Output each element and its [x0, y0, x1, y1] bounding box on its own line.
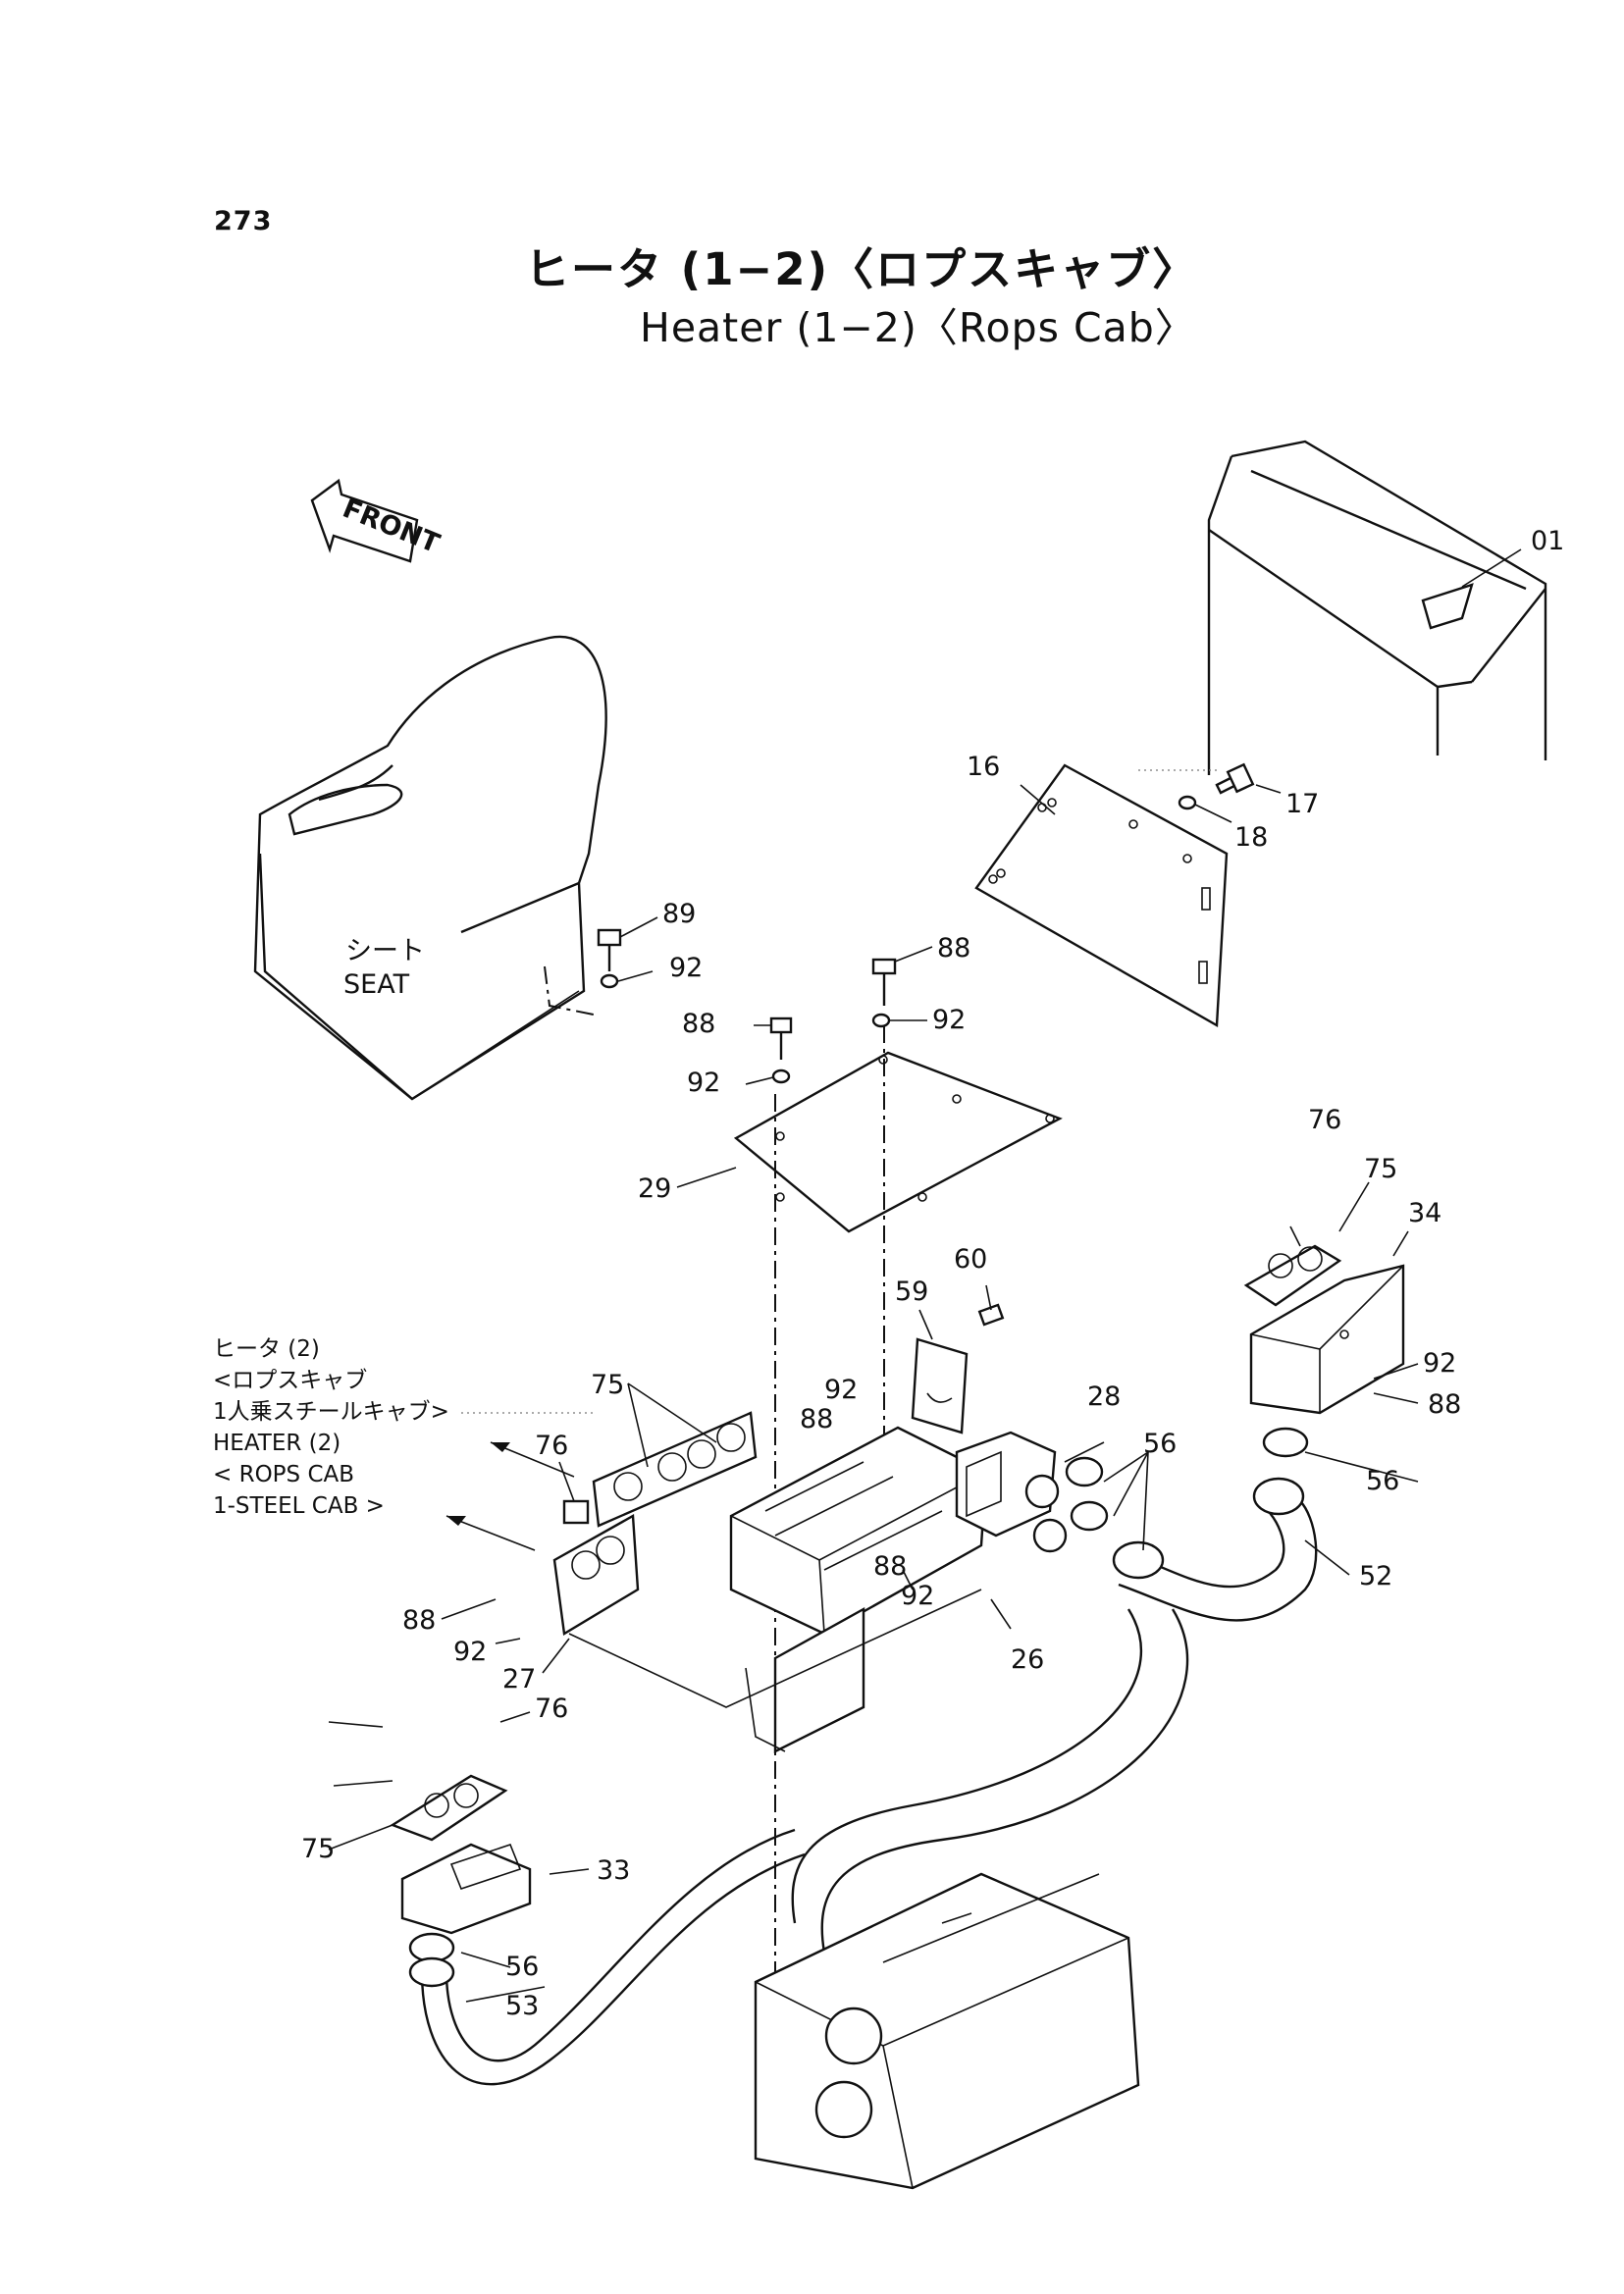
- vent-34: [1243, 1244, 1405, 1458]
- callout-60: 60: [954, 1244, 987, 1275]
- note-line-5: < ROPS CAB: [213, 1462, 354, 1487]
- arrows-left: [445, 1441, 575, 1551]
- seat: シート SEAT: [253, 635, 607, 1101]
- cover-plate-16: [974, 763, 1229, 1028]
- hose-clamps-56: [1065, 1456, 1109, 1532]
- callout-18: 18: [1234, 822, 1268, 853]
- callout-labels: 01 16 17 18 89 92 88 92 88 92 29 76 75 3…: [301, 526, 1564, 2021]
- leader-lines: [328, 784, 1419, 2003]
- note-line-1: ヒータ (2): [213, 1336, 320, 1362]
- control-panel-75: [562, 1411, 758, 1528]
- note-line-3: 1人乗スチールキャブ>: [213, 1399, 449, 1425]
- callout-76-lower: 76: [535, 1694, 568, 1724]
- heater-unit: [754, 1872, 1140, 2190]
- page-number: 273: [214, 206, 273, 236]
- callout-16: 16: [967, 752, 1000, 782]
- callout-75-middle: 75: [591, 1370, 624, 1400]
- callout-89: 89: [662, 899, 696, 929]
- callout-17: 17: [1285, 789, 1319, 819]
- title-japanese: ヒータ (1−2)〈ロプスキャブ〉: [525, 243, 1199, 295]
- front-arrow-icon: FRONT: [310, 478, 445, 563]
- screw-17: [1178, 762, 1255, 810]
- callout-33: 33: [597, 1855, 630, 1886]
- callout-56-right: 56: [1366, 1466, 1399, 1496]
- vent-33: [390, 1774, 532, 1963]
- callout-75-lower: 75: [301, 1834, 335, 1864]
- callout-56-lower: 56: [505, 1952, 539, 1982]
- callout-88-box: 88: [873, 1551, 907, 1582]
- mount-plate-27: [552, 1514, 982, 1708]
- callout-88-left: 88: [402, 1605, 436, 1636]
- callout-26: 26: [1011, 1644, 1044, 1675]
- note-line-4: HEATER (2): [213, 1431, 341, 1456]
- hose-52: [791, 1477, 1318, 1954]
- callout-76-right: 76: [1308, 1105, 1341, 1135]
- callout-27: 27: [502, 1664, 536, 1694]
- callout-88-top-left: 88: [682, 1009, 715, 1039]
- cab-body: [1207, 440, 1547, 775]
- callout-92-seat: 92: [669, 953, 703, 983]
- callout-76-middle: 76: [535, 1431, 568, 1461]
- callout-01: 01: [1531, 526, 1564, 556]
- note-block: ヒータ (2) <ロプスキャブ 1人乗スチールキャブ> HEATER (2) <…: [213, 1336, 449, 1519]
- seat-label-en: SEAT: [343, 969, 410, 1000]
- callout-92-right: 92: [1423, 1348, 1456, 1379]
- callout-29: 29: [638, 1173, 671, 1204]
- callout-52: 52: [1359, 1561, 1392, 1591]
- callout-88-middle: 88: [800, 1404, 833, 1434]
- callout-92-middle: 92: [824, 1375, 858, 1405]
- callout-88-right: 88: [1428, 1389, 1461, 1420]
- callout-92-top-left: 92: [687, 1068, 720, 1098]
- title-english: Heater (1−2)〈Rops Cab〉: [640, 304, 1196, 351]
- callout-28: 28: [1087, 1382, 1121, 1412]
- callout-88-top-right: 88: [937, 933, 970, 964]
- heater-box-26: [729, 1426, 988, 1753]
- seat-label-jp: シート: [345, 936, 425, 966]
- hose-53: [408, 1828, 806, 2086]
- callout-53: 53: [505, 1991, 539, 2021]
- callout-34: 34: [1408, 1198, 1441, 1228]
- callout-92-box: 92: [901, 1581, 934, 1611]
- note-line-6: 1-STEEL CAB >: [213, 1493, 385, 1519]
- plate-59: [911, 1303, 1005, 1434]
- duct-block-28: [955, 1431, 1068, 1553]
- callout-92-left: 92: [453, 1637, 487, 1667]
- callout-59: 59: [895, 1277, 928, 1307]
- bolt-89: [597, 928, 622, 989]
- callout-56-middle: 56: [1143, 1429, 1177, 1459]
- callout-92-top-right: 92: [932, 1005, 966, 1035]
- callout-75-right: 75: [1364, 1154, 1397, 1184]
- note-line-2: <ロプスキャブ: [213, 1368, 367, 1393]
